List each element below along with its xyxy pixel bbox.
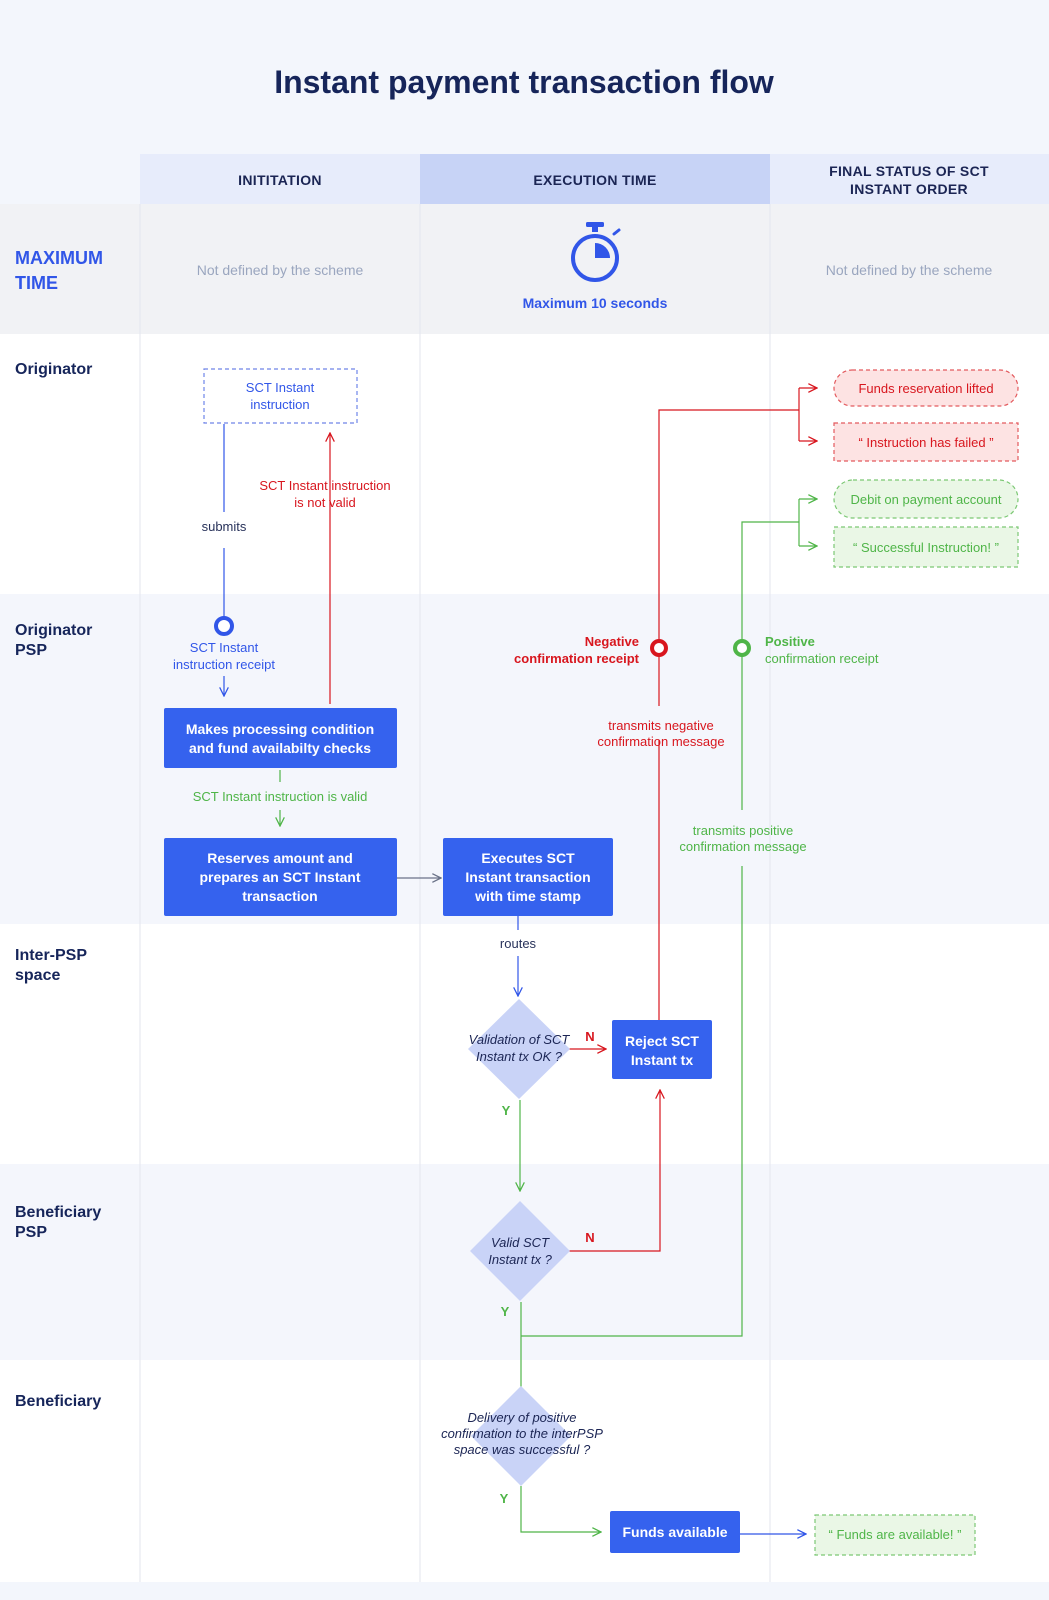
outcome-reservation-lifted [833, 369, 1019, 407]
max-time-initiation: Not defined by the scheme [197, 262, 364, 278]
valid-tx-line1: Valid SCT [491, 1235, 550, 1250]
reject-box-line2: Instant tx [631, 1052, 693, 1068]
valid-label: SCT Instant instruction is valid [193, 789, 368, 804]
receipt-label-line2: instruction receipt [173, 657, 275, 672]
row-label-originator-psp-line1: Originator [15, 622, 92, 639]
page-title: Instant payment transaction flow [274, 64, 774, 100]
row-label-beneficiary: Beneficiary [15, 1393, 101, 1410]
delivery-line3: space was successful ? [454, 1442, 591, 1457]
header-cell-execution [420, 154, 770, 204]
max-time-execution: Maximum 10 seconds [523, 295, 668, 311]
reserves-box-line1: Reserves amount and [207, 850, 353, 866]
valid-tx-line2: Instant tx ? [488, 1252, 552, 1267]
negative-receipt-line1: Negative [585, 634, 639, 649]
validation-line2: Instant tx OK ? [476, 1049, 563, 1064]
column-header-final-line1: FINAL STATUS OF SCT [829, 163, 989, 179]
checks-box-line1: Makes processing condition [186, 721, 374, 737]
row-bg-max-time [0, 204, 1049, 334]
funds-available-box-text: Funds available [622, 1524, 727, 1540]
outcome-debit [833, 479, 1019, 519]
executes-box-line3: with time stamp [474, 888, 581, 904]
row-label-originator: Originator [15, 361, 92, 378]
header-cell-final [770, 154, 1049, 204]
executes-box [443, 838, 613, 916]
delivery-diamond [471, 1386, 571, 1486]
row-label-inter-psp-line1: Inter-PSP [15, 947, 87, 964]
row-label-beneficiary-psp-line1: Beneficiary [15, 1204, 101, 1221]
outcome-successful [833, 526, 1019, 568]
checks-box-line2: and fund availabilty checks [189, 740, 371, 756]
validation-no-label: N [585, 1029, 594, 1044]
row-label-inter-psp-line2: space [15, 967, 60, 984]
reserves-box [164, 838, 397, 916]
stopwatch-icon [571, 222, 621, 282]
outcome-failed [833, 422, 1019, 462]
row-label-max-time-line2: TIME [15, 273, 58, 293]
connector-neg-receipt-to-outcomes [658, 409, 799, 640]
executes-box-line2: Instant transaction [465, 869, 590, 885]
column-header-execution: EXECUTION TIME [533, 172, 656, 188]
row-label-beneficiary-psp-line2: PSP [15, 1224, 47, 1241]
validation-diamond [468, 999, 570, 1099]
outcome-debit-text: Debit on payment account [850, 492, 1001, 507]
connector-pos-lower [521, 866, 743, 1337]
receipt-label-line1: SCT Instant [190, 640, 259, 655]
outcome-failed-text: “ Instruction has failed ” [858, 435, 993, 450]
positive-receipt-node-icon [733, 639, 751, 657]
valid-tx-no-label: N [585, 1230, 594, 1245]
receipt-node-icon [214, 616, 234, 636]
negative-receipt-line2: confirmation receipt [514, 651, 640, 666]
delivery-line1: Delivery of positive [467, 1410, 576, 1425]
not-valid-label-line2: is not valid [294, 495, 355, 510]
column-header-final-line2: INSTANT ORDER [850, 181, 968, 197]
reject-box [612, 1020, 712, 1079]
delivery-yes-label: Y [500, 1491, 509, 1506]
funds-available-box [610, 1511, 740, 1553]
connector-delivery-yes [520, 1486, 601, 1532]
outcome-funds-available-text: “ Funds are available! ” [829, 1527, 962, 1542]
validation-line1: Validation of SCT [469, 1032, 571, 1047]
negative-message-line1: transmits negative [608, 718, 714, 733]
outcome-funds-available [814, 1514, 976, 1556]
valid-tx-diamond [470, 1201, 570, 1301]
valid-tx-yes-label: Y [501, 1304, 510, 1319]
negative-receipt-node-icon [650, 639, 668, 657]
header-cell-initiation [140, 154, 420, 204]
outcome-reservation-lifted-text: Funds reservation lifted [858, 381, 993, 396]
submits-label: submits [202, 519, 247, 534]
validation-yes-label: Y [502, 1103, 511, 1118]
not-valid-label-line1: SCT Instant instruction [259, 478, 390, 493]
column-header-initiation: INITITATION [238, 172, 322, 188]
positive-message-line1: transmits positive [693, 823, 793, 838]
positive-receipt-line2: confirmation receipt [765, 651, 879, 666]
executes-box-line1: Executes SCT [481, 850, 575, 866]
sct-instant-instruction-box [203, 368, 358, 424]
positive-receipt-line1: Positive [765, 634, 815, 649]
connector-valid-tx-no [568, 1090, 660, 1252]
routes-label: routes [500, 936, 537, 951]
positive-message-line2: confirmation message [679, 839, 806, 854]
delivery-line2: confirmation to the interPSP [441, 1426, 603, 1441]
outcome-successful-text: “ Successful Instruction! ” [853, 540, 999, 555]
checks-box [164, 708, 397, 768]
row-label-max-time-line1: MAXIMUM [15, 248, 103, 268]
reserves-box-line3: transaction [242, 888, 317, 904]
reserves-box-line2: prepares an SCT Instant [199, 869, 360, 885]
reject-box-line1: Reject SCT [625, 1033, 699, 1049]
sct-instant-instruction-line2: instruction [250, 397, 309, 412]
connector-pos-receipt-to-outcomes [741, 521, 799, 640]
max-time-final: Not defined by the scheme [826, 262, 993, 278]
sct-instant-instruction-line1: SCT Instant [246, 380, 315, 395]
row-label-originator-psp-line2: PSP [15, 642, 47, 659]
negative-message-line2: confirmation message [597, 734, 724, 749]
